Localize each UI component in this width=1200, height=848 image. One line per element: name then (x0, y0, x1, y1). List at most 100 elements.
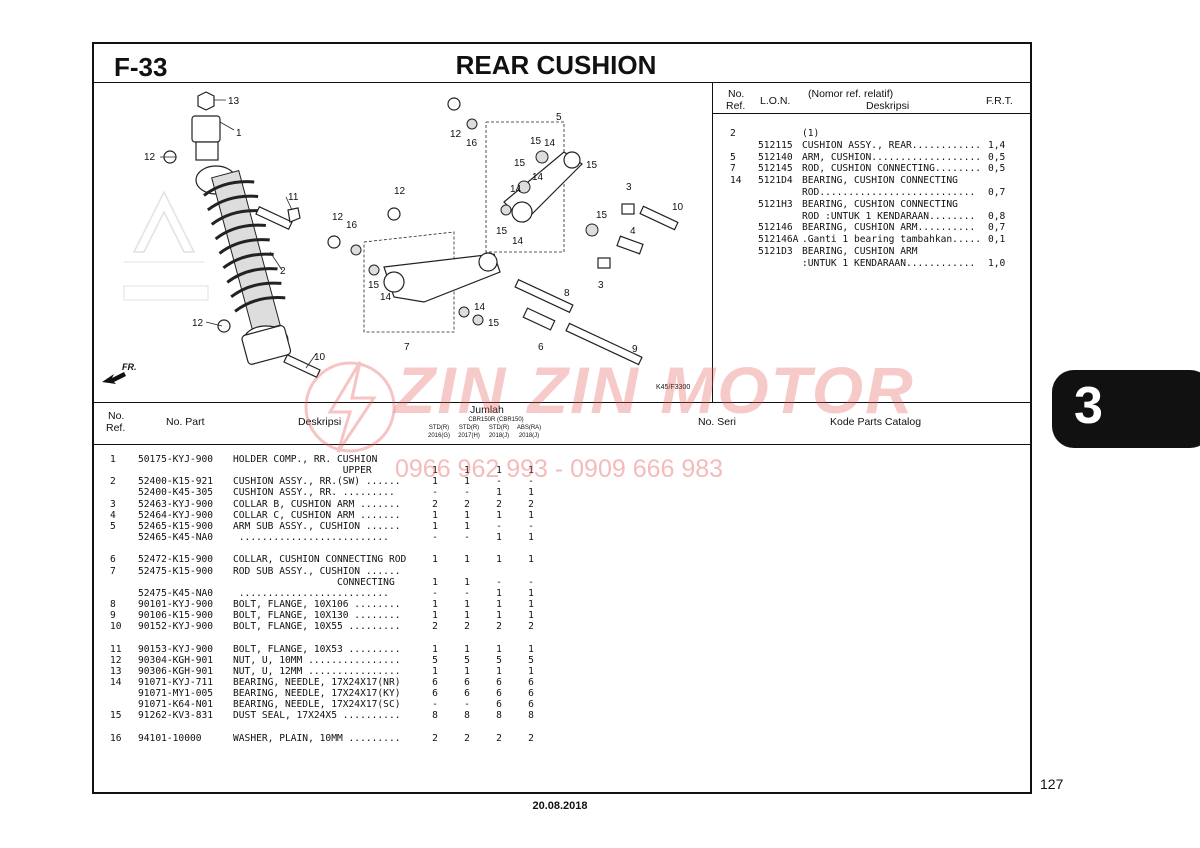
rel-frt: 1,4 (988, 139, 1006, 151)
svg-text:14: 14 (510, 184, 522, 195)
relative-row: ROD :UNTUK 1 KENDARAAN........0,8 (722, 211, 1022, 223)
svg-text:14: 14 (512, 236, 524, 247)
part-desc: NUT, U, 10MM ................ (233, 654, 401, 666)
print-date: 20.08.2018 (532, 800, 588, 812)
rel-desc: BEARING, CUSHION ARM.......... (802, 222, 976, 234)
part-ref: 14 (110, 677, 122, 688)
svg-text:5: 5 (556, 112, 562, 123)
parts-header-ref: Ref. (106, 422, 126, 434)
svg-text:11: 11 (288, 192, 299, 203)
svg-text:15: 15 (530, 136, 542, 147)
parts-model-group: CBR150R (CBR150) (468, 417, 524, 423)
rel-frt: 0,1 (988, 234, 1006, 246)
part-desc: CUSHION ASSY., RR. ......... (233, 487, 395, 499)
parts-header-desc: Deskripsi (298, 416, 342, 428)
svg-text:16: 16 (466, 138, 478, 149)
part-qty: 6 (432, 677, 438, 688)
part-number: 52465-K45-NA0 (138, 532, 214, 544)
part-number: 91071-KYJ-711 (138, 677, 214, 688)
rel-frt: 1,0 (988, 257, 1006, 269)
diagram-divider (712, 82, 713, 402)
part-desc: HOLDER COMP., RR. CUSHION (233, 454, 378, 465)
svg-text:15: 15 (514, 158, 526, 169)
connecting-rod-drawing (283, 207, 643, 379)
part-ref: 7 (110, 565, 116, 577)
part-qty: 2 (528, 732, 534, 744)
svg-text:14: 14 (544, 138, 556, 149)
part-qty: 2 (432, 498, 438, 510)
part-qty: 1 (464, 598, 470, 610)
rel-desc: (1) (802, 128, 820, 139)
fr-label: FR. (122, 362, 137, 372)
part-qty: 1 (496, 509, 502, 521)
part-qty: 1 (464, 520, 470, 532)
relative-row: 2 (1) (722, 128, 1022, 140)
part-qty: - (496, 576, 502, 588)
front-direction-arrow: FR. (100, 362, 140, 388)
svg-text:6: 6 (538, 342, 544, 353)
svg-text:12: 12 (192, 318, 204, 329)
part-qty: 6 (464, 677, 470, 688)
section-tab-number: 3 (1074, 377, 1103, 435)
variant-name: STD(R) (428, 425, 450, 431)
part-number: 91262-KV3-831 (138, 710, 214, 722)
rel-lon: 5121D4 (758, 175, 793, 187)
watermark-brand: ZIN ZIN MOTOR (395, 353, 915, 427)
rel-lon: 512140 (758, 151, 793, 163)
rel-header-frt: F.R.T. (986, 95, 1013, 107)
part-qty: 1 (432, 598, 438, 610)
part-qty: 2 (432, 732, 438, 744)
part-ref: 3 (110, 498, 116, 510)
page-frame (92, 42, 1032, 794)
part-number: 52463-KYJ-900 (138, 498, 214, 510)
diagram-code: K45/F3300 (656, 384, 691, 391)
page-title: REAR CUSHION (455, 50, 657, 80)
part-desc: .......................... (233, 587, 389, 599)
exploded-diagram: 13 1 12 11 2 12 10 12 16 5 15 14 15 14 1… (123, 91, 684, 379)
part-qty: 1 (432, 509, 438, 521)
rel-lon: 5121D3 (758, 246, 793, 257)
part-qty: - (528, 476, 534, 488)
svg-text:12: 12 (450, 129, 462, 140)
rel-ref: 2 (730, 128, 736, 139)
rel-header-desc-top: (Nomor ref. relatif) (808, 88, 894, 100)
arrow-left-icon (102, 372, 126, 384)
svg-text:8: 8 (564, 288, 570, 299)
part-number: 50175-KYJ-900 (138, 454, 214, 465)
rel-ref: 7 (730, 163, 736, 175)
part-desc: CONNECTING (233, 576, 395, 588)
part-number: 90101-KYJ-900 (138, 598, 214, 610)
part-desc: BOLT, FLANGE, 10X53 ......... (233, 643, 401, 655)
rel-desc: :UNTUK 1 KENDARAAN............ (802, 257, 976, 269)
part-qty: 8 (496, 710, 502, 722)
part-number: 94101-10000 (138, 732, 202, 744)
part-qty: - (464, 587, 470, 599)
svg-text:1: 1 (236, 128, 242, 139)
part-number: 52465-K15-900 (138, 520, 214, 532)
part-qty: 1 (432, 520, 438, 532)
variant-year: 2017(H) (458, 433, 480, 439)
part-desc: DUST SEAL, 17X24X5 .......... (233, 710, 401, 722)
svg-text:3: 3 (598, 280, 604, 291)
part-qty: 2 (464, 732, 470, 744)
part-qty: 1 (528, 487, 534, 499)
part-qty: 1 (496, 610, 502, 622)
relative-row: :UNTUK 1 KENDARAAN............ 1,0 (722, 258, 1022, 270)
part-ref: 15 (110, 710, 122, 722)
part-qty: 2 (496, 621, 502, 633)
part-qty: 1 (464, 665, 470, 677)
parts-header-serial: No. Seri (698, 416, 736, 428)
part-qty: 2 (464, 621, 470, 633)
